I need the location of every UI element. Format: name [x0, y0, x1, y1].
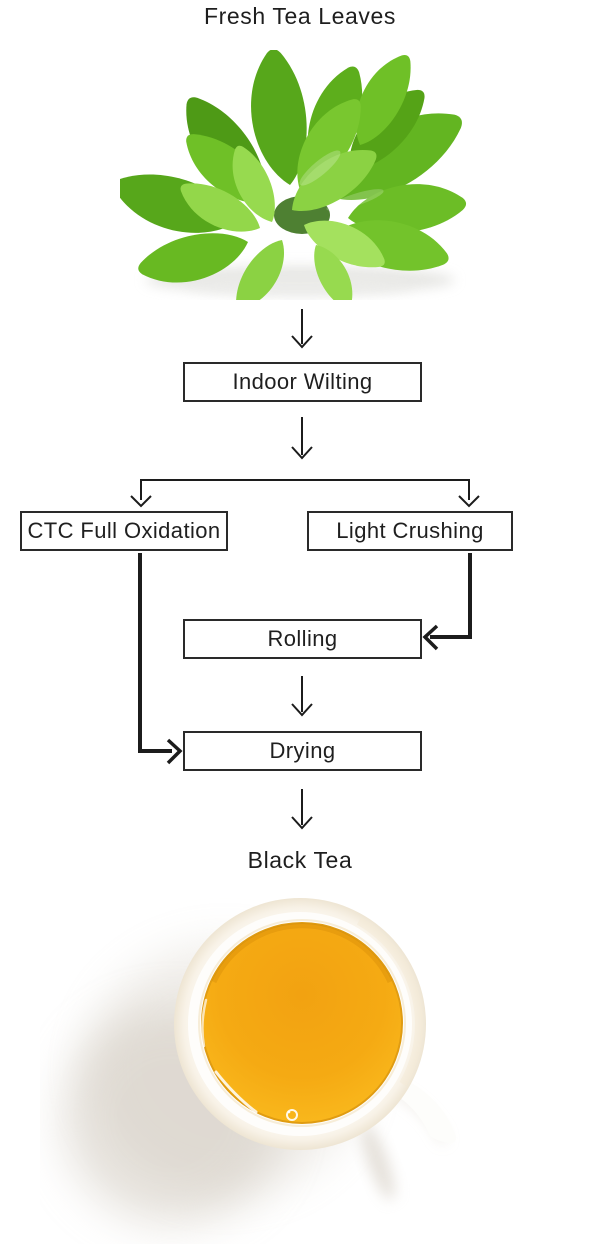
- tea-liquid: [201, 922, 403, 1124]
- leaves-shadow: [145, 266, 455, 294]
- diagram-title: Fresh Tea Leaves: [203, 3, 396, 29]
- result-label: Black Tea: [247, 847, 353, 873]
- node-rolling: Rolling: [183, 619, 422, 659]
- node-light-crushing-label: Light Crushing: [336, 518, 484, 543]
- arrow-leaves-to-wilting: [291, 309, 313, 349]
- branch-connector: [130, 479, 480, 508]
- tea-bubble: [286, 1109, 298, 1121]
- node-ctc-full-oxidation: CTC Full Oxidation: [20, 511, 228, 551]
- arrow-wilting-to-branch: [291, 417, 313, 460]
- node-light-crushing: Light Crushing: [307, 511, 513, 551]
- node-indoor-wilting-label: Indoor Wilting: [232, 369, 373, 394]
- tea-leaves-image: [120, 50, 476, 300]
- node-drying-label: Drying: [269, 738, 336, 763]
- arrow-drying-to-blacktea: [291, 789, 313, 830]
- cup-handle: [380, 1074, 457, 1144]
- node-ctc-full-oxidation-label: CTC Full Oxidation: [27, 518, 221, 543]
- cup-shadow: [87, 943, 363, 1195]
- arrow-rolling-to-drying: [291, 676, 313, 717]
- node-drying: Drying: [183, 731, 422, 771]
- arrow-ctc-to-drying: [138, 553, 183, 765]
- tea-cup-image: [62, 898, 457, 1224]
- node-indoor-wilting: Indoor Wilting: [183, 362, 422, 402]
- node-rolling-label: Rolling: [267, 626, 338, 651]
- arrow-crushing-to-rolling: [422, 553, 472, 651]
